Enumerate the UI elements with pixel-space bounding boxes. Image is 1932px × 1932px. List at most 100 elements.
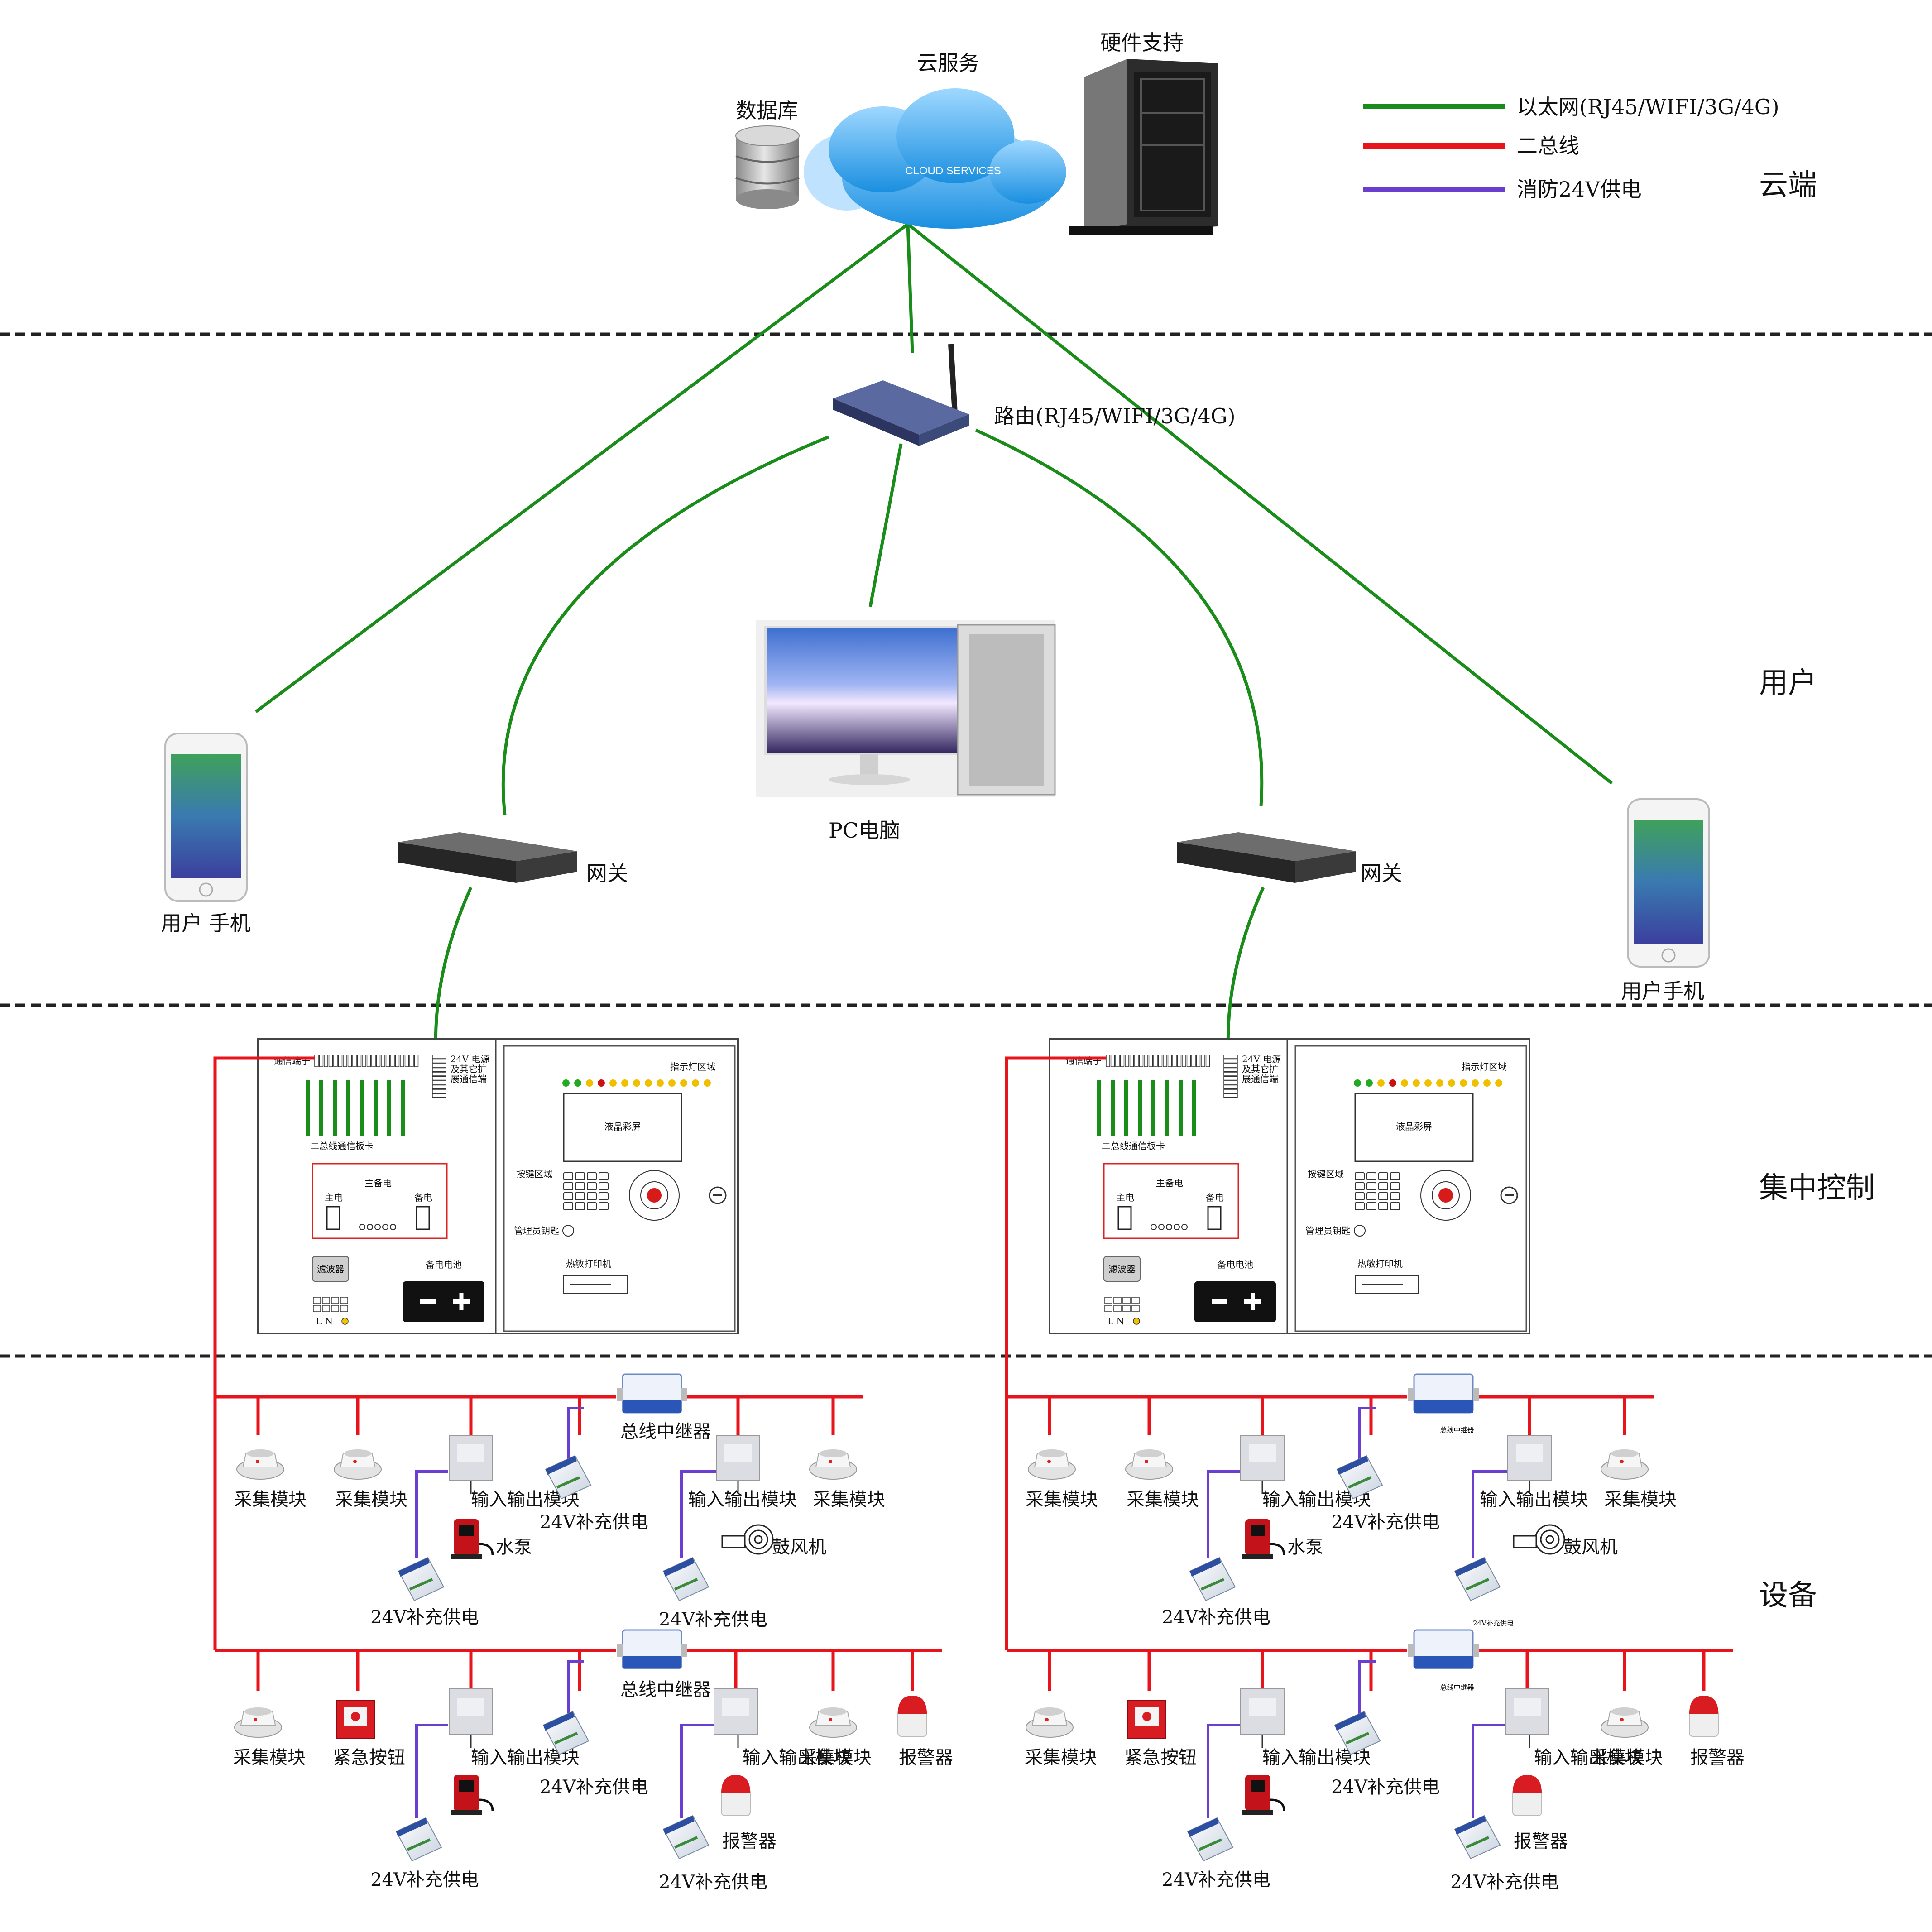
phone-right-icon — [1627, 798, 1710, 968]
indicator-led — [704, 1079, 711, 1087]
indicator-led — [692, 1079, 699, 1087]
smoke-detector-icon — [809, 1449, 857, 1480]
keypad-key[interactable] — [1390, 1192, 1400, 1200]
keypad-key[interactable] — [1390, 1202, 1400, 1210]
keypad-key[interactable] — [1355, 1202, 1365, 1210]
indicator-led — [574, 1079, 581, 1087]
keys-label: 按键区域 — [1308, 1169, 1344, 1179]
printer-label: 热敏打印机 — [1357, 1258, 1403, 1269]
bus-card-slot — [1138, 1080, 1142, 1136]
keypad — [1355, 1172, 1400, 1210]
pump-label: 水泵 — [496, 1537, 532, 1558]
ext-port-label: 及其它扩 — [1242, 1064, 1278, 1074]
gateway-right-icon — [1177, 832, 1356, 883]
keypad-key[interactable] — [1390, 1172, 1400, 1180]
link-router-pc — [868, 443, 903, 607]
water-pump-icon — [451, 1519, 494, 1559]
lcd-screen — [563, 1093, 682, 1162]
ext-port-label: 展通信端 — [451, 1074, 487, 1084]
link-cloud-phone-right — [906, 223, 1613, 785]
power-supply-icon — [1454, 1557, 1501, 1601]
legend-item-ethernet: 以太网(RJ45/WIFI/3G/4G) — [1363, 95, 1779, 119]
collector-label: 采集模块 — [335, 1489, 407, 1510]
power-title: 主备电 — [1156, 1178, 1183, 1189]
keypad-key[interactable] — [587, 1192, 597, 1200]
admin-key-icon[interactable] — [562, 1225, 574, 1237]
keypad-key[interactable] — [587, 1182, 597, 1190]
keypad-key[interactable] — [599, 1202, 609, 1210]
keypad-key[interactable] — [1366, 1172, 1376, 1180]
io-connectors — [1261, 1481, 1530, 1748]
emergency-label: 紧急按钮 — [1124, 1747, 1197, 1768]
main-power-switch[interactable] — [1117, 1206, 1132, 1230]
database-label: 数据库 — [736, 98, 798, 123]
keypad-key[interactable] — [1378, 1182, 1388, 1190]
keypad-key[interactable] — [599, 1172, 609, 1180]
bus-card-slot — [1151, 1080, 1155, 1136]
indicator-led — [1472, 1079, 1479, 1087]
supply-label: 24V补充供电 — [1162, 1870, 1270, 1890]
cloud-badge: CLOUD SERVICES — [905, 165, 1001, 177]
emergency-button-icon — [336, 1700, 375, 1739]
keypad-key[interactable] — [1366, 1202, 1376, 1210]
bus-card-slot — [360, 1080, 364, 1136]
bus-lines — [1005, 1056, 1733, 1691]
keypad-key[interactable] — [599, 1182, 609, 1190]
main-power-switch[interactable] — [326, 1206, 340, 1230]
database: 数据库 — [735, 98, 800, 209]
power-line — [1472, 1470, 1511, 1558]
pc-monitor-icon — [756, 620, 1056, 797]
backup-power-switch[interactable] — [416, 1206, 430, 1230]
supply-label: 24V补充供电 — [370, 1870, 479, 1890]
admin-key-icon[interactable] — [1354, 1225, 1366, 1237]
keypad-key[interactable] — [575, 1192, 585, 1200]
smoke-detector-icon — [809, 1707, 857, 1738]
keypad-key[interactable] — [1355, 1192, 1365, 1200]
keypad-key[interactable] — [587, 1202, 597, 1210]
power-line — [1358, 1407, 1376, 1472]
supply-label: 24V补充供电 — [1331, 1512, 1440, 1533]
indicator-led — [657, 1079, 664, 1087]
filter-label: 滤波器 — [1108, 1264, 1136, 1275]
backup-power-switch[interactable] — [1207, 1206, 1222, 1230]
supply-label: 24V补充供电 — [540, 1512, 648, 1533]
legend-item-power: 消防24V供电 — [1363, 177, 1642, 201]
direction-pad[interactable] — [629, 1170, 680, 1221]
keypad-key[interactable] — [599, 1192, 609, 1200]
pc-label: PC电脑 — [829, 818, 900, 843]
io-module-icon — [1240, 1435, 1285, 1481]
keypad-key[interactable] — [1366, 1182, 1376, 1190]
keypad-key[interactable] — [563, 1202, 573, 1210]
keypad-key[interactable] — [1390, 1182, 1400, 1190]
lcd-screen — [1354, 1093, 1474, 1162]
power-led — [1181, 1224, 1188, 1230]
keypad-key[interactable] — [1378, 1202, 1388, 1210]
bus-card-label: 二总线通信板卡 — [1102, 1141, 1165, 1151]
keypad-key[interactable] — [587, 1172, 597, 1180]
keypad-key[interactable] — [1378, 1192, 1388, 1200]
phone-left-icon — [164, 733, 248, 902]
power-led — [367, 1224, 373, 1230]
io-module-label: 输入输出模块 — [1480, 1489, 1588, 1510]
keypad-key[interactable] — [563, 1172, 573, 1180]
indicator-led — [1377, 1079, 1385, 1087]
backup-power-label: 备电 — [414, 1192, 432, 1203]
ext-terminal-strip — [1223, 1055, 1238, 1098]
keypad-key[interactable] — [575, 1202, 585, 1210]
legend-item-bus: 二总线 — [1363, 134, 1579, 158]
keypad-key[interactable] — [575, 1172, 585, 1180]
bus-card-slot — [319, 1080, 323, 1136]
keypad-key[interactable] — [563, 1192, 573, 1200]
bus-repeater-icon — [1408, 1629, 1479, 1669]
direction-pad[interactable] — [1420, 1170, 1471, 1221]
indicator-led — [562, 1079, 570, 1087]
keypad-key[interactable] — [1366, 1192, 1376, 1200]
keypad-key[interactable] — [1378, 1172, 1388, 1180]
keypad-key[interactable] — [575, 1182, 585, 1190]
bus-card-slot — [387, 1080, 391, 1136]
admin-key-label: 管理员钥匙 — [1305, 1225, 1351, 1236]
keypad-key[interactable] — [563, 1182, 573, 1190]
keypad-key[interactable] — [1355, 1182, 1365, 1190]
indicator-led — [586, 1079, 593, 1087]
keypad-key[interactable] — [1355, 1172, 1365, 1180]
